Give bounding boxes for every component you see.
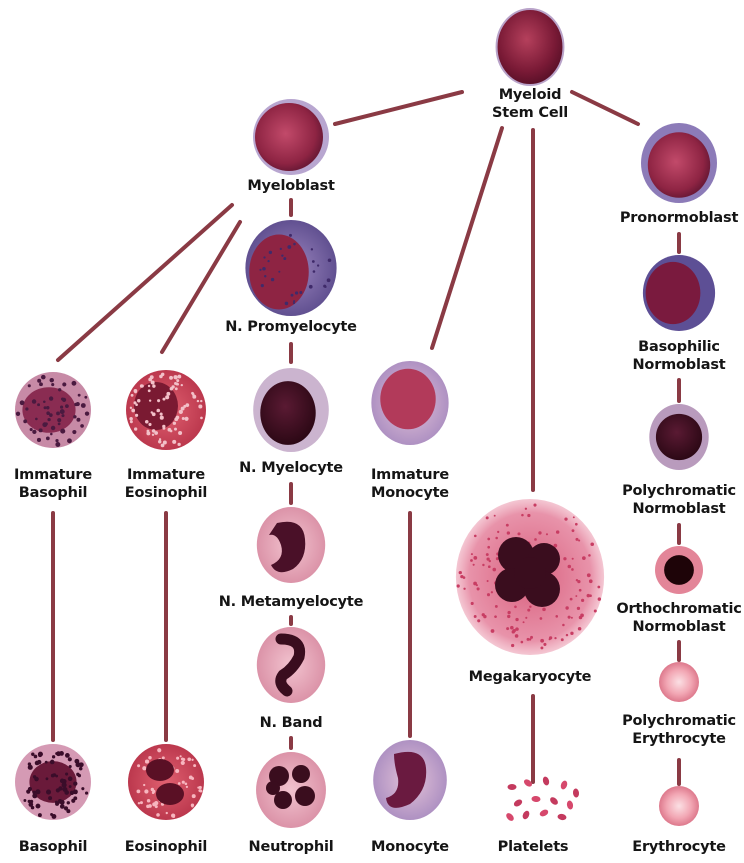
label-line: Basophil — [19, 838, 87, 856]
myelocyte-icon — [253, 368, 329, 452]
n-promyelocyte-label: N. Promyelocyte — [225, 318, 357, 336]
label-line: N. Promyelocyte — [225, 318, 357, 336]
basophil-icon — [15, 744, 91, 820]
label-line: Erythrocyte — [632, 838, 726, 856]
platelets-label: Platelets — [498, 838, 569, 856]
label-line: Eosinophil — [125, 838, 207, 856]
label-line: N. Band — [260, 714, 323, 732]
label-line: Basophilic — [632, 338, 725, 356]
myeloblast-label: Myeloblast — [247, 177, 334, 195]
megakaryocyte-icon — [456, 499, 604, 655]
immature-monocyte-icon — [371, 361, 448, 445]
label-line: Platelets — [498, 838, 569, 856]
label-line: Orthochromatic — [616, 600, 741, 618]
label-line: Erythrocyte — [622, 730, 736, 748]
platelets-icon — [505, 776, 580, 822]
label-line: Monocyte — [371, 838, 449, 856]
connector-myeloid-stem-cell-to-immature-monocyte — [432, 128, 502, 348]
polychromatic-normoblast-icon — [649, 404, 708, 470]
immature-basophil-icon — [15, 372, 91, 448]
erythrocyte-label: Erythrocyte — [632, 838, 726, 856]
neutrophil-icon — [256, 752, 326, 828]
label-line: Megakaryocyte — [469, 668, 592, 686]
label-line: Normoblast — [632, 356, 725, 374]
label-line: Myeloid — [492, 86, 568, 104]
label-line: Neutrophil — [249, 838, 334, 856]
label-line: Eosinophil — [125, 484, 207, 502]
label-line: Myeloblast — [247, 177, 334, 195]
cell-illustrations — [15, 9, 717, 828]
basophilic-normoblast-icon — [643, 255, 715, 331]
promyelocyte-icon — [245, 220, 336, 316]
basophil-label: Basophil — [19, 838, 87, 856]
band-cell-icon — [257, 627, 325, 703]
label-line: N. Myelocyte — [239, 459, 343, 477]
label-line: Normoblast — [622, 500, 736, 518]
n-myelocyte-label: N. Myelocyte — [239, 459, 343, 477]
label-line: N. Metamyelocyte — [219, 593, 364, 611]
eosinophil-label: Eosinophil — [125, 838, 207, 856]
label-line: Pronormoblast — [620, 209, 738, 227]
label-line: Monocyte — [371, 484, 449, 502]
label-line: Basophil — [14, 484, 92, 502]
myeloblast-icon — [253, 99, 329, 175]
megakaryocyte-label: Megakaryocyte — [469, 668, 592, 686]
stem-cell-icon — [497, 9, 564, 85]
eosinophil-icon — [128, 744, 204, 820]
immature-eosinophil-icon — [126, 370, 206, 450]
label-line: Immature — [14, 466, 92, 484]
connector-myeloid-stem-cell-to-myeloblast — [335, 92, 462, 124]
label-line: Polychromatic — [622, 482, 736, 500]
reticulocyte-icon — [659, 662, 699, 702]
orthochromatic-normoblast-icon — [655, 546, 703, 594]
pronormoblast-icon — [641, 123, 717, 203]
erythrocyte-icon — [659, 786, 699, 826]
label-line: Normoblast — [616, 618, 741, 636]
n-band-label: N. Band — [260, 714, 323, 732]
label-line: Immature — [125, 466, 207, 484]
monocyte-label: Monocyte — [371, 838, 449, 856]
monocyte-icon — [373, 740, 447, 820]
pronormoblast-label: Pronormoblast — [620, 209, 738, 227]
label-line: Immature — [371, 466, 449, 484]
label-line: Stem Cell — [492, 104, 568, 122]
n-metamyelocyte-label: N. Metamyelocyte — [219, 593, 364, 611]
connector-myeloid-stem-cell-to-pronormoblast — [572, 92, 638, 124]
metamyelocyte-icon — [257, 507, 325, 583]
label-line: Polychromatic — [622, 712, 736, 730]
neutrophil-label: Neutrophil — [249, 838, 334, 856]
